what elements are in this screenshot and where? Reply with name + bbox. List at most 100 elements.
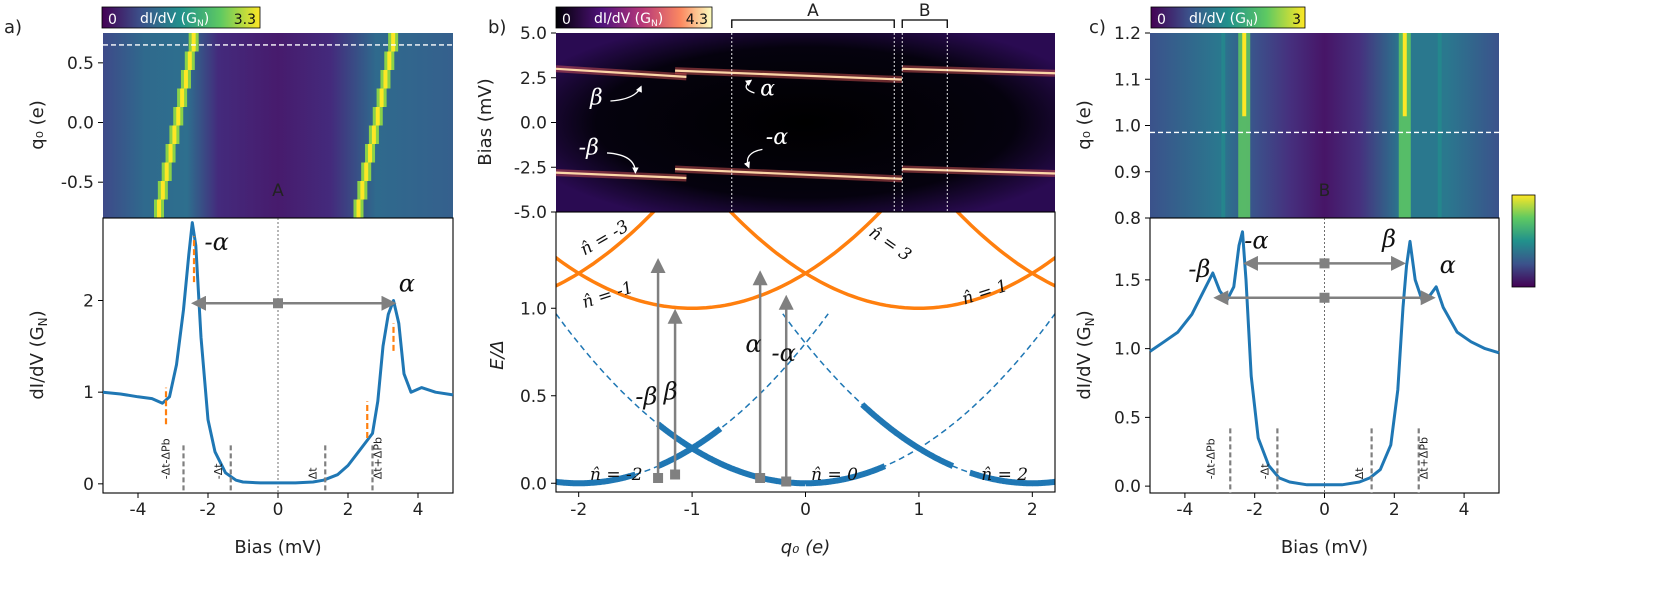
heatmap-a-ridge-core-left-6 <box>180 88 185 107</box>
heatmap-b-ytick-label: -5.0 <box>514 203 547 223</box>
heatmap-a-ridge-core-right-3 <box>368 144 373 163</box>
plot-c-label-mbeta: -β <box>1188 255 1210 283</box>
plot-c-xtick-label: 4 <box>1459 500 1470 520</box>
plot-c-label-beta: β <box>1381 225 1396 253</box>
plot-c-ytick-label: 0.0 <box>1114 477 1141 497</box>
plot-c-xtick-label: 2 <box>1389 500 1400 520</box>
heatmap-b-ytick-label: 0.0 <box>520 114 547 134</box>
bracket-label-A: A <box>807 1 819 21</box>
heatmap-b-ytick-label: -2.5 <box>514 158 547 178</box>
heatmap-a-ridge-core-left-3 <box>168 144 173 163</box>
plot-a-ytick-label: 0 <box>83 475 94 495</box>
heatmap-c-ytick-label: 0.9 <box>1114 163 1141 183</box>
plot-b-n-label-3: n̂ = 3 <box>865 222 915 265</box>
plot-c-xlabel: Bias (mV) <box>1281 537 1368 558</box>
colorbar-b-min: 0 <box>562 12 571 28</box>
heatmap-a-ridge-core-right-7 <box>383 70 388 89</box>
plot-b-label-malpha: -α <box>771 339 795 367</box>
plot-c-ytick-label: 1.5 <box>1114 271 1141 291</box>
plot-a-ytick-label: 1 <box>83 383 94 403</box>
colorbar-a <box>101 6 261 29</box>
plot-b-excited-2 <box>728 212 1055 311</box>
plot-b-xtick-label: 2 <box>1027 500 1038 520</box>
plot-c-ytick-label: 0.5 <box>1114 408 1141 428</box>
plot-b-label-alpha: α <box>745 330 761 358</box>
plot-a-gap-label-0: -Δt-ΔPb <box>160 438 173 479</box>
colorbar-b <box>555 6 713 29</box>
plot-a-label-alpha: α <box>399 269 415 297</box>
heatmap-a-ridge-core-left-8 <box>187 51 192 70</box>
panel-label-b: b) <box>488 17 506 38</box>
plot-a-label-malpha: -α <box>205 228 229 256</box>
plot-a-gap-label-1: -Δt <box>212 463 225 479</box>
heatmap-b-label-beta: β <box>589 86 603 111</box>
colorbar-c-min: 0 <box>1157 12 1166 28</box>
heatmap-c-side-left <box>1221 33 1226 218</box>
heatmap-a-ridge-core-left-7 <box>183 70 188 89</box>
heatmap-c-ylabel: q₀ (e) <box>1074 100 1095 149</box>
heatmap-a-ytick-label: 0.5 <box>67 54 94 74</box>
heatmap-a-ridge-core-right-6 <box>379 88 384 107</box>
heatmap-a-ridge-core-right-5 <box>375 107 380 126</box>
plot-c-label-malpha: -α <box>1244 226 1268 254</box>
plot-b-dashed-1 <box>556 313 1055 485</box>
heatmap-b-label-alpha: α <box>760 77 775 102</box>
panel-label-c: c) <box>1089 17 1106 38</box>
heatmap-a-ridge-core-right-4 <box>371 125 376 144</box>
plot-b-xtick-label: -2 <box>570 500 587 520</box>
heatmap-b-ytick-label: 2.5 <box>520 69 547 89</box>
plot-c-gap-label-2: Δt <box>1353 467 1366 480</box>
plot-a-xtick-label: -2 <box>200 500 217 520</box>
plot-b-xtick-label: 1 <box>913 500 924 520</box>
plot-b-transition-origin-0 <box>653 473 664 483</box>
panel-label-a: a) <box>4 17 22 38</box>
plot-b-n-label-5: n̂ = 0 <box>811 465 858 485</box>
heatmap-b-line-3 <box>555 171 687 180</box>
plot-b-ground-3 <box>805 463 887 487</box>
plot-b-ylabel: E/Δ <box>487 340 508 370</box>
heatmap-a-ridge-core-left-1 <box>160 181 165 200</box>
bracket-B <box>901 19 948 28</box>
heatmap-a-ylabel: q₀ (e) <box>27 100 48 149</box>
heatmap-c-ytick-label: 1.0 <box>1114 117 1141 137</box>
heatmap-b-arrow-alpha <box>744 79 755 94</box>
heatmap-b-line-5 <box>901 167 1056 175</box>
plot-b-ytick-label: 0.0 <box>520 474 547 494</box>
plot-c-gap-label-1: -Δt <box>1259 463 1272 479</box>
colorbar-b-max: 4.3 <box>686 12 708 28</box>
plot-b-ytick-label: 0.5 <box>520 387 547 407</box>
plot-b-xtick-label: -1 <box>684 500 701 520</box>
plot-a-xtick-label: -4 <box>130 500 147 520</box>
colorbar-a-label: dI/dV (GN) <box>140 11 209 29</box>
plot-c-arrow-bottom-center <box>1319 292 1330 303</box>
heatmap-c-side-right <box>1437 33 1442 218</box>
bracket-label-B: B <box>919 1 931 21</box>
heatmap-a-ridge-core-left-2 <box>164 162 169 181</box>
colorbar-c-max: 3 <box>1292 12 1301 28</box>
heatmap-b-line-0 <box>555 67 687 78</box>
plot-a-ytick-label: 2 <box>83 292 94 312</box>
plot-b-xlabel: q₀ (e) <box>781 537 830 558</box>
heatmap-b-arrow-malpha <box>743 148 763 169</box>
plot-b-transition-origin-3 <box>781 476 792 487</box>
heatmap-b-line-4 <box>675 167 902 180</box>
plot-a-xlabel: Bias (mV) <box>234 537 321 558</box>
plot-c-xtick-label: -2 <box>1246 500 1263 520</box>
heatmap-c-ytick-label: 1.2 <box>1114 24 1141 44</box>
heatmap-a-ridge-core-left-9 <box>191 33 196 52</box>
heatmap-a-ridge-core-left-4 <box>172 125 177 144</box>
plot-a-xtick-label: 0 <box>273 500 284 520</box>
colorbar-vertical <box>1511 194 1536 288</box>
plot-b-n-label-6: n̂ = 2 <box>981 465 1028 485</box>
plot-c-xtick-label: -4 <box>1176 500 1193 520</box>
heatmap-b-label-malpha: -α <box>766 125 788 150</box>
plot-b-label-beta: β <box>663 377 678 405</box>
plot-c-ylabel: dI/dV (GN) <box>1074 310 1097 399</box>
plot-a-ylabel: dI/dV (GN) <box>27 310 50 399</box>
plot-b-n-label-4: n̂ = -2 <box>590 465 643 485</box>
plot-b-ground-4 <box>860 402 955 469</box>
plot-b-frame <box>555 211 1056 493</box>
heatmap-a-ridge-core-left-5 <box>176 107 181 126</box>
plot-c-xtick-label: 0 <box>1319 500 1330 520</box>
plot-a-xtick-label: 2 <box>343 500 354 520</box>
